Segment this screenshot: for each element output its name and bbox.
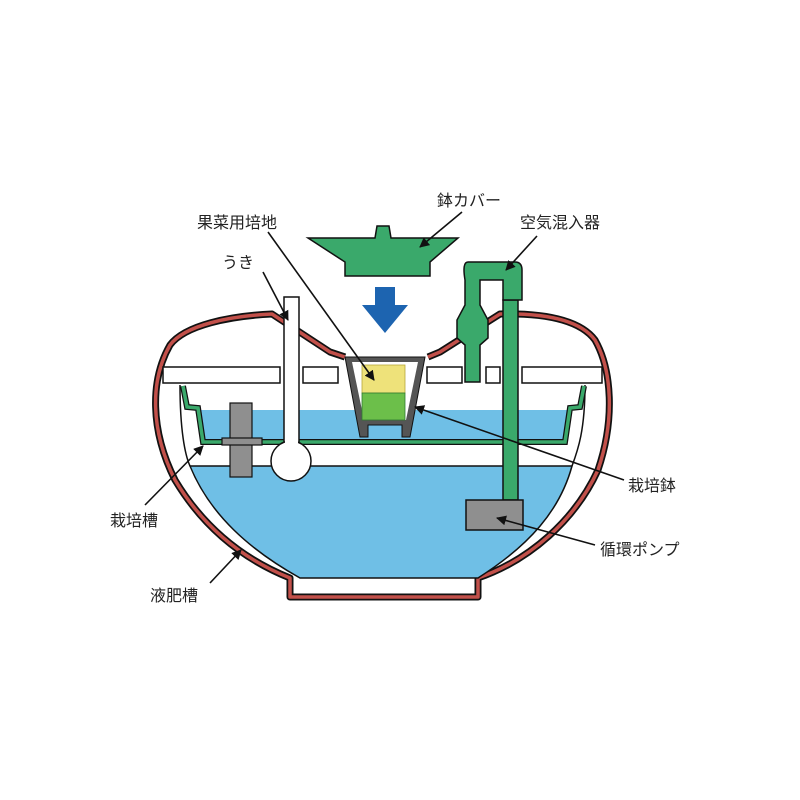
lid-slab [162,366,603,384]
leader-lines [144,211,625,584]
label-pot-cover: 鉢カバー [437,191,501,210]
support-post [221,402,263,478]
air-mixer [456,261,523,501]
circulation-pump [465,499,524,531]
label-circulation-pump: 循環ポンプ [600,540,680,559]
cultivation-tank [180,385,587,445]
label-growing-medium: 果菜用培地 [197,213,277,232]
label-air-mixer: 空気混入器 [520,213,600,232]
nutrient-solution [188,465,573,579]
insert-arrow-icon [362,287,408,333]
label-cultivation-tank: 栽培槽 [110,511,158,530]
growing-medium-top [361,364,406,394]
growing-medium-bottom [361,392,406,421]
float [270,296,312,482]
label-float: うき [222,253,254,272]
label-cultivation-pot: 栽培鉢 [628,476,676,495]
nutrient-tank-shell [152,310,613,601]
label-nutrient-tank: 液肥槽 [150,586,198,605]
